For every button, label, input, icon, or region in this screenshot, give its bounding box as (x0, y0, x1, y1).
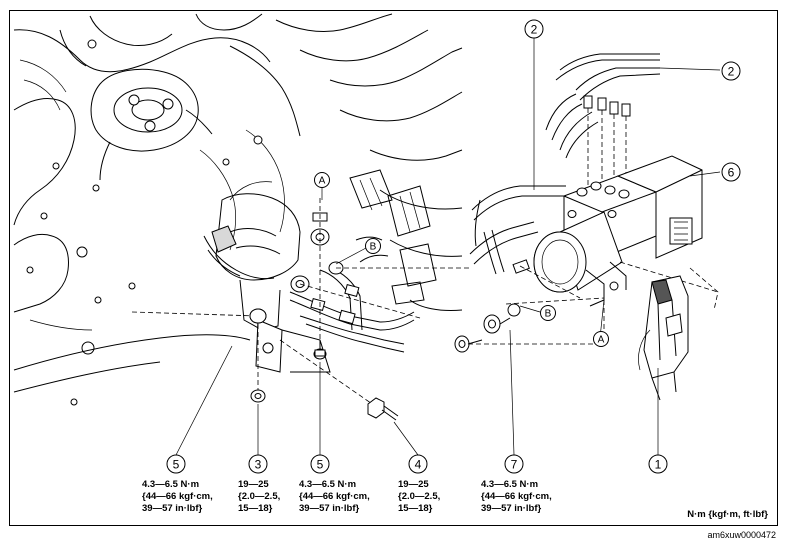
callout-number-1: 1 (648, 454, 668, 474)
svg-text:1: 1 (655, 458, 662, 472)
svg-text:19—25: 19—25 (398, 479, 429, 490)
svg-text:A: A (319, 176, 326, 187)
svg-text:{44—66 kgf·cm,: {44—66 kgf·cm, (481, 491, 552, 502)
hydraulic-unit-illustration (468, 53, 719, 345)
hu-bracket-1 (638, 267, 719, 401)
torque-spec-3: 19—25 {2.0—2.5, 15—18} (238, 479, 280, 514)
hu-mount-bolt-7 (454, 303, 521, 353)
callout-number-5-center: 5 (310, 454, 330, 474)
svg-text:39—57 in·lbf}: 39—57 in·lbf} (142, 503, 202, 514)
bolt-5-center (314, 340, 326, 357)
svg-text:{2.0—2.5,: {2.0—2.5, (398, 491, 440, 502)
torque-spec-5-left: 4.3—6.5 N·m {44—66 kgf·cm, 39—57 in·lbf} (142, 479, 213, 514)
callout-number-6: 6 (721, 162, 741, 182)
svg-text:7: 7 (511, 458, 518, 472)
svg-text:{44—66 kgf·cm,: {44—66 kgf·cm, (142, 491, 213, 502)
svg-text:39—57 in·lbf}: 39—57 in·lbf} (481, 503, 541, 514)
ref-letter-b-bottom: B (540, 305, 556, 321)
unit-legend: N·m {kgf·m, ft·lbf} (687, 509, 768, 520)
svg-text:5: 5 (317, 458, 324, 472)
svg-text:{44—66 kgf·cm,: {44—66 kgf·cm, (299, 491, 370, 502)
svg-text:B: B (545, 309, 552, 320)
svg-text:4.3—6.5 N·m: 4.3—6.5 N·m (299, 479, 356, 490)
engine-bay-illustration (13, 13, 463, 406)
ref-letter-a-bottom: A (593, 331, 609, 347)
callout-leaders (175, 38, 721, 456)
svg-text:4.3—6.5 N·m: 4.3—6.5 N·m (142, 479, 199, 490)
svg-text:39—57 in·lbf}: 39—57 in·lbf} (299, 503, 359, 514)
ref-letter-b-top: B (365, 238, 381, 254)
svg-text:5: 5 (173, 458, 180, 472)
torque-spec-7: 4.3—6.5 N·m {44—66 kgf·cm, 39—57 in·lbf} (481, 479, 552, 514)
svg-text:4: 4 (415, 458, 422, 472)
svg-text:15—18}: 15—18} (238, 503, 273, 514)
svg-text:3: 3 (255, 458, 262, 472)
bolt-5-left (249, 308, 267, 324)
svg-text:19—25: 19—25 (238, 479, 269, 490)
svg-text:2: 2 (531, 23, 538, 37)
left-fasteners (249, 308, 399, 421)
svg-text:4.3—6.5 N·m: 4.3—6.5 N·m (481, 479, 538, 490)
callout-number-7: 7 (504, 454, 524, 474)
svg-text:6: 6 (728, 166, 735, 180)
ref-letter-a-top: A (314, 172, 330, 188)
callout-number-2-right: 2 (721, 61, 741, 81)
svg-text:2: 2 (728, 65, 735, 79)
torque-spec-5-center: 4.3—6.5 N·m {44—66 kgf·cm, 39—57 in·lbf} (299, 479, 370, 514)
callout-number-2-left: 2 (524, 19, 544, 39)
figure-code: am6xuw0000472 (707, 530, 776, 540)
callout-number-3: 3 (248, 454, 268, 474)
left-assembly-leader-lines (131, 198, 470, 409)
torque-spec-4: 19—25 {2.0—2.5, 15—18} (398, 479, 440, 514)
svg-text:{2.0—2.5,: {2.0—2.5, (238, 491, 280, 502)
svg-text:15—18}: 15—18} (398, 503, 433, 514)
callout-number-4: 4 (408, 454, 428, 474)
nut-3 (250, 389, 266, 403)
callout-number-5-left: 5 (166, 454, 186, 474)
svg-text:B: B (370, 242, 377, 253)
diagram-frame (9, 10, 778, 526)
bolt-4 (367, 397, 399, 421)
svg-text:A: A (598, 335, 605, 346)
